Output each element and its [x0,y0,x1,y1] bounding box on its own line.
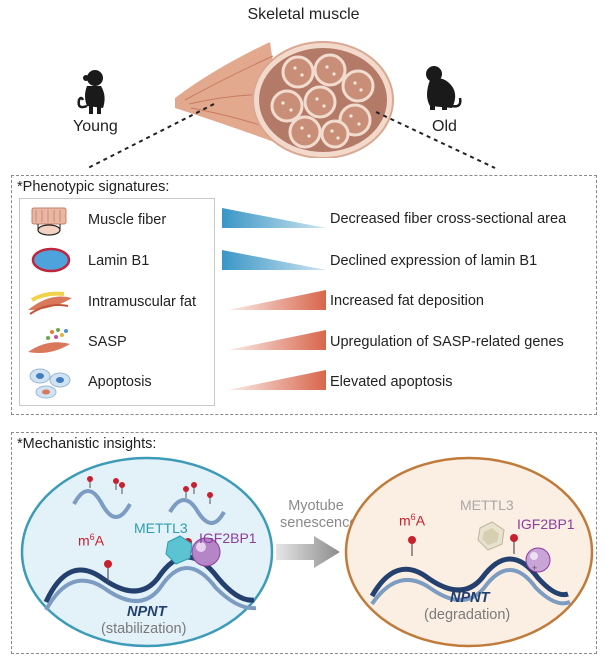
zoom-connector-lines [87,103,496,169]
old-igf2bp1-label: IGF2BP1 [517,516,575,532]
muscle-fiber-icon [31,207,67,236]
old-cell: + [344,456,594,648]
effect-intramuscular-fat: Increased fat deposition [330,293,484,309]
effect-sasp: Upregulation of SASP-related genes [330,334,564,350]
old-state-label: (degradation) [424,607,511,623]
intramuscular-fat-icon [28,291,72,315]
old-monkey-icon [426,66,462,110]
row-label-lamin-b1: Lamin B1 [88,253,150,269]
senescence-arrow-icon [276,536,340,568]
wedge-sasp [228,330,326,350]
row-label-sasp: SASP [88,334,127,350]
skeletal-muscle-illustration [175,41,394,158]
phenotypic-panel-title: *Phenotypic signatures: [17,179,170,195]
row-label-apoptosis: Apoptosis [88,374,152,390]
wedge-lamin-b1 [222,250,326,270]
phenotypic-signatures-panel [11,175,597,415]
young-cell [20,456,274,648]
old-igf2bp1-shape [525,547,551,573]
old-npnt-label: NPNT [450,590,490,606]
young-state-label: (stabilization) [101,621,187,637]
sasp-icon [28,328,70,353]
young-label: Young [73,118,118,135]
young-mettl3-label: METTL3 [134,520,188,536]
effect-muscle-fiber: Decreased fiber cross-sectional area [330,211,567,227]
young-monkey-icon [77,70,105,114]
effect-apoptosis: Elevated apoptosis [330,374,453,390]
diagram-title: Skeletal muscle [247,6,360,23]
row-label-intramuscular-fat: Intramuscular fat [88,294,196,310]
young-m6a-label: m6A [78,532,105,549]
arrow-label: Myotube senescence [280,498,358,531]
old-m6a-label: m6A [399,512,426,529]
mechanistic-insights-panel [11,432,597,654]
old-label: Old [432,118,457,135]
young-npnt-label: NPNT [127,604,167,620]
wedge-intramuscular-fat [228,290,326,310]
row-label-muscle-fiber: Muscle fiber [88,212,167,228]
mechanistic-panel-title: *Mechanistic insights: [17,436,157,452]
svg-text:+: + [532,563,537,573]
apoptosis-icon [29,368,71,399]
lamin-b1-icon [31,247,71,273]
young-igf2bp1-label: IGF2BP1 [199,530,257,546]
old-mettl3-label: METTL3 [460,497,514,513]
effect-lamin-b1: Declined expression of lamin B1 [330,253,538,269]
wedge-apoptosis [228,370,326,390]
mettl3-shape [165,535,193,565]
wedge-muscle-fiber [222,208,326,228]
trend-wedges [222,208,326,390]
